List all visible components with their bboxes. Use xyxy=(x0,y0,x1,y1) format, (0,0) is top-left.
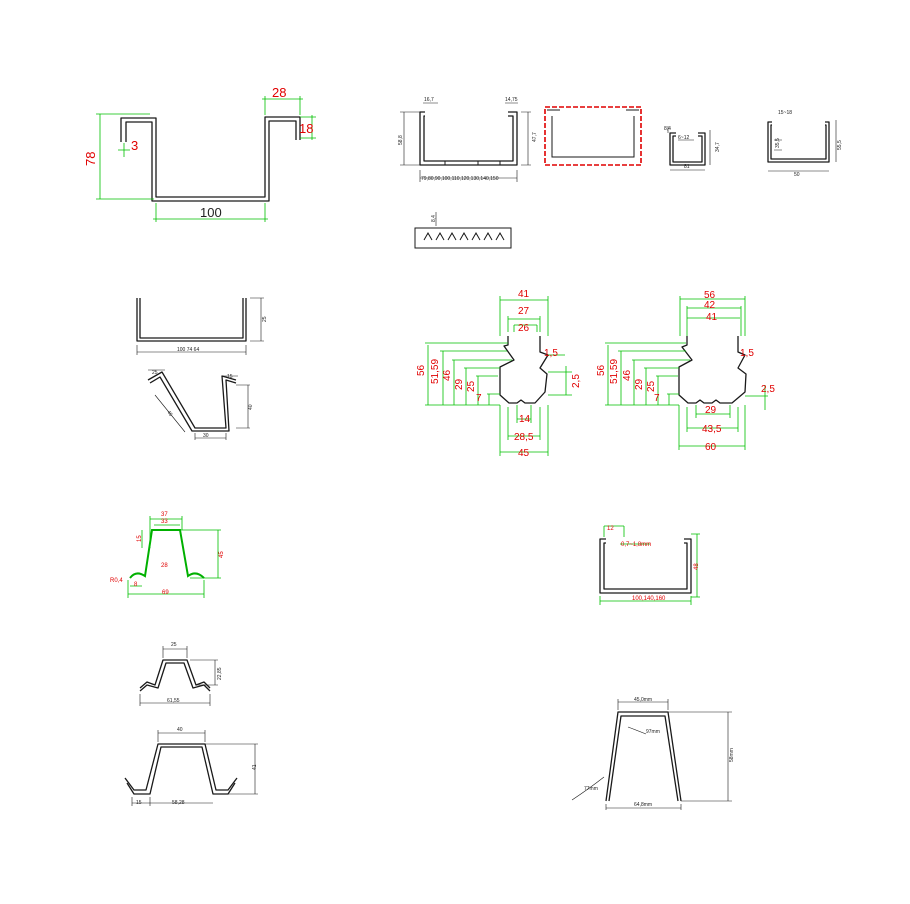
fig14-dim-068: 0,7~1,8mm xyxy=(621,542,651,548)
fig9-dim-285: 28,5 xyxy=(514,432,534,443)
fig8-dim-30: 30 xyxy=(203,433,209,439)
fig1-dim-100: 100 xyxy=(200,205,222,220)
fig9-dim-15: 1,5 xyxy=(544,348,558,359)
fig11-dim-r: R0,4 xyxy=(110,578,123,584)
fig8-dim-diag: 45 xyxy=(165,410,173,418)
fig11-dim-33: 33 xyxy=(161,519,168,525)
fig9-dim-7: 7 xyxy=(476,393,482,404)
fig9-dim-46: 46 xyxy=(442,369,453,381)
profile-hat-large: 40 41 15 58,28 xyxy=(124,727,258,806)
fig15-top: 45,0mm xyxy=(634,697,652,703)
fig11-dim-15: 15 xyxy=(137,535,143,542)
fig10-dim-41: 41 xyxy=(706,312,718,323)
profile-c-channel-right: 15~18 35,5 55,5 50 xyxy=(767,110,843,178)
fig5-dim-top: 15~18 xyxy=(778,110,792,116)
fig4-dim-81: 81 xyxy=(684,164,690,170)
fig1-dim-28: 28 xyxy=(272,85,286,100)
fig14-bottom: 100,140,160 xyxy=(632,596,666,602)
profile-tapered-post: 45,0mm 77mm 97mm 58mm 64,8mm xyxy=(571,697,735,810)
profile-c-channel-red xyxy=(544,106,642,166)
fig15-angle1: 77mm xyxy=(584,786,598,792)
profile-u-channel-large: 78 3 28 18 100 xyxy=(83,85,316,222)
fig11-dim-28: 28 xyxy=(161,563,168,569)
fig15-angle2: 97mm xyxy=(646,729,660,735)
fig2-bottom-sizes: 79,80,90,100,110,120,130,140,150 xyxy=(421,176,499,182)
fig9-dim-26: 26 xyxy=(518,323,530,334)
fig9-dim-41: 41 xyxy=(518,289,530,300)
fig2-dim-58: 58,8 xyxy=(398,135,404,145)
fig1-dim-78: 78 xyxy=(83,152,98,166)
fig13-side: 41 xyxy=(252,764,258,770)
fig2-dim-14: 14,75 xyxy=(505,97,518,103)
fig11-dim-37: 37 xyxy=(161,512,168,518)
profile-strip-clips: 8,4 xyxy=(414,212,512,249)
fig14-dim-12: 12 xyxy=(607,526,614,532)
profile-c-channel-lower: 12 0,7~1,8mm 48 100,140,160 xyxy=(599,525,700,605)
profile-c-channel-wide: 16,7 14,75 58,8 47,7 79,80,90,100,110,12… xyxy=(398,97,538,182)
profile-omega-green: 37 33 15 45 28 R0,4 8 69 xyxy=(110,512,225,598)
fig10-dim-60: 60 xyxy=(705,442,717,453)
fig10-dim-25: 25 xyxy=(646,380,657,392)
fig13-left: 15 xyxy=(136,800,142,806)
fig4-dim-84: 8,4 xyxy=(664,126,671,132)
profile-flat-u: 100 74 64 25 xyxy=(136,297,268,355)
fig9-dim-5159: 51,59 xyxy=(430,359,441,384)
fig8-dim-25: 25 xyxy=(152,370,158,376)
fig9-dim-25: 25 xyxy=(466,380,477,392)
fig2-dim-47: 47,7 xyxy=(532,132,538,142)
fig10-dim-46: 46 xyxy=(622,369,633,381)
profile-hat-small: 25 22,85 61,55 xyxy=(139,642,223,706)
fig2-dim-16: 16,7 xyxy=(424,97,434,103)
fig12-side: 22,85 xyxy=(217,667,223,680)
profile-interlock-right: 56 42 41 1,5 56 51,59 46 29 25 7 29 43,5… xyxy=(596,290,775,453)
fig1-dim-18: 18 xyxy=(299,121,313,136)
fig12-top: 25 xyxy=(171,642,177,648)
fig10-dim-7: 7 xyxy=(654,393,660,404)
fig8-dim-15: 15 xyxy=(227,374,233,380)
fig10-dim-56l: 56 xyxy=(596,364,607,376)
fig10-dim-29b: 29 xyxy=(705,405,717,416)
fig10-dim-435: 43,5 xyxy=(702,424,722,435)
fig8-dim-40: 40 xyxy=(248,404,254,410)
fig10-dim-5159: 51,59 xyxy=(609,359,620,384)
fig9-dim-25r: 2,5 xyxy=(571,374,582,388)
fig4-dim-12: 6~12 xyxy=(678,135,689,141)
fig9-dim-29: 29 xyxy=(454,378,465,390)
fig5-dim-35: 35,5 xyxy=(775,138,781,148)
fig15-bottom: 64,8mm xyxy=(634,802,652,808)
fig7-bottom: 100 74 64 xyxy=(177,347,199,353)
fig13-bottom: 58,28 xyxy=(172,800,185,806)
fig4-dim-347: 34,7 xyxy=(715,142,721,152)
fig1-dim-3: 3 xyxy=(131,138,138,153)
fig5-dim-bottom: 50 xyxy=(794,172,800,178)
fig10-dim-25r: 2,5 xyxy=(761,384,775,395)
fig9-dim-14: 14 xyxy=(519,414,531,425)
fig11-dim-45: 45 xyxy=(219,551,225,558)
fig6-label: 8,4 xyxy=(431,215,437,222)
fig10-dim-56: 56 xyxy=(704,290,716,301)
fig9-dim-27: 27 xyxy=(518,306,530,317)
fig13-top: 40 xyxy=(177,727,183,733)
fig14-dim-48: 48 xyxy=(694,563,700,570)
profile-interlock-left: 41 27 26 1,5 56 51,59 46 29 25 7 14 28,5… xyxy=(416,289,582,459)
fig12-bottom: 61,55 xyxy=(167,698,180,704)
fig9-dim-45: 45 xyxy=(518,448,530,459)
fig7-side: 25 xyxy=(262,316,268,322)
fig11-dim-69: 69 xyxy=(162,590,169,596)
fig15-side: 58mm xyxy=(729,748,735,762)
fig10-dim-15: 1,5 xyxy=(740,348,754,359)
fig5-dim-55: 55,5 xyxy=(837,140,843,150)
fig10-dim-29: 29 xyxy=(634,378,645,390)
profile-c-channel-small: 8,4 6~12 34,7 81 xyxy=(664,126,721,171)
fig9-dim-56: 56 xyxy=(416,364,427,376)
profile-angled-channel: 25 15 40 30 45 xyxy=(147,369,254,440)
fig11-dim-8: 8 xyxy=(134,582,138,588)
fig10-dim-42: 42 xyxy=(704,300,716,311)
